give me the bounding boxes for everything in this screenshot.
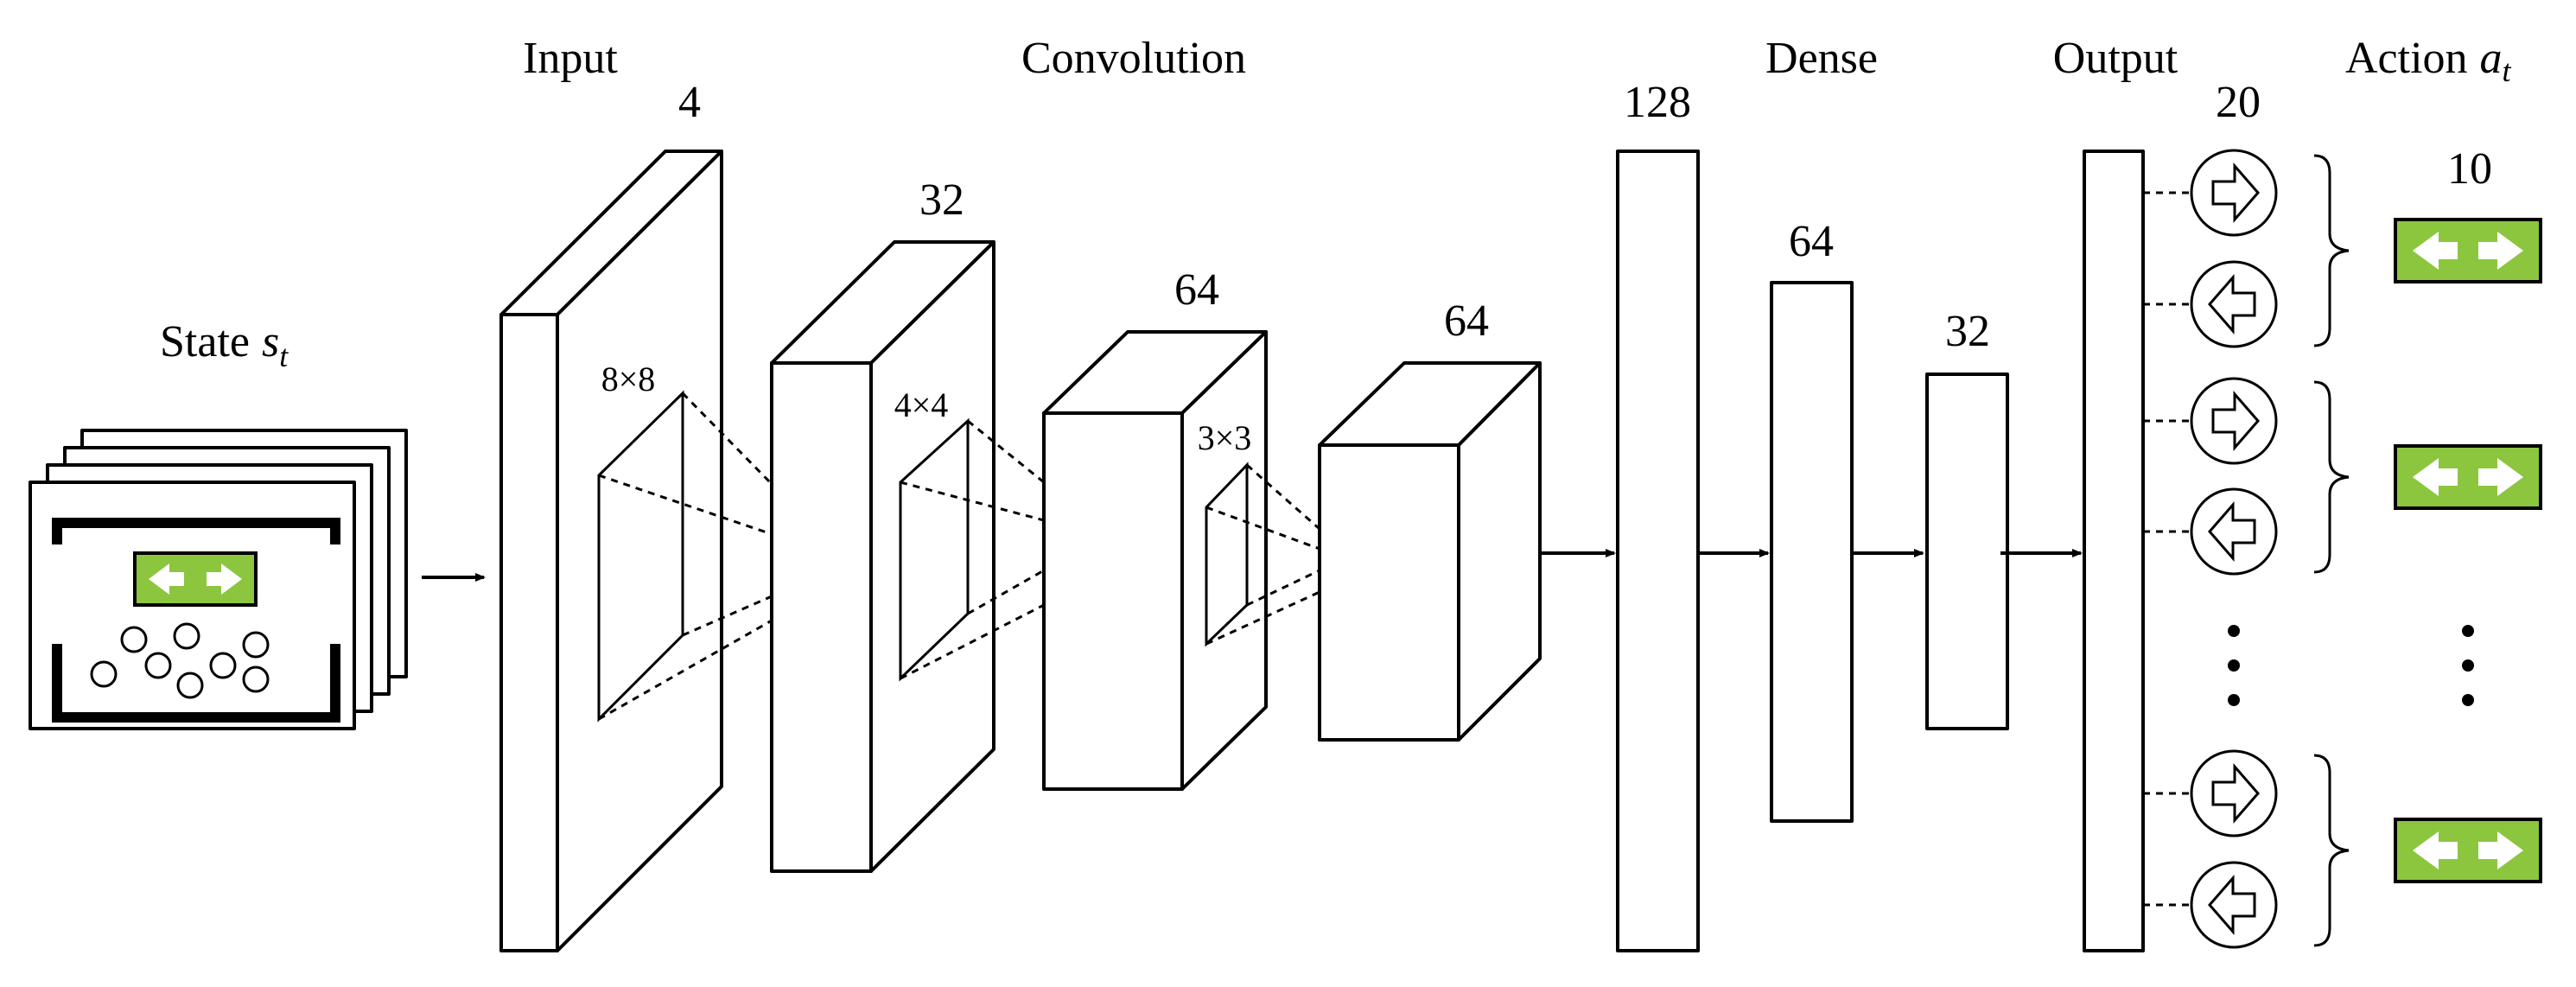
game-bottom-wall — [52, 644, 340, 723]
left-right-arrows-icon — [2394, 444, 2542, 510]
right-arrow-circle-icon — [2190, 149, 2278, 237]
conv3-block — [1318, 361, 1542, 742]
state-frame-stack — [29, 429, 408, 730]
dense2-block — [1770, 281, 1854, 823]
conv1-block — [770, 240, 995, 873]
conv1-size-label: 32 — [919, 175, 964, 225]
conv2-size-label: 64 — [1174, 265, 1219, 315]
vertical-ellipsis-icon — [2462, 625, 2474, 706]
dense1-size-label: 128 — [1624, 78, 1691, 127]
left-arrow-circle-icon — [2190, 487, 2278, 576]
left-right-arrows-icon — [2394, 818, 2542, 883]
dense3-size-label: 32 — [1945, 307, 1990, 356]
input-label: Input — [523, 34, 618, 83]
game-paddle-icon — [133, 551, 258, 607]
dense1-block — [1616, 150, 1700, 952]
dense-label: Dense — [1765, 34, 1878, 83]
input-size-label: 4 — [678, 78, 701, 127]
dense3-block — [1925, 373, 2009, 730]
kernel-8x8-projection — [598, 392, 773, 721]
kernel-3x3-projection — [1205, 463, 1320, 646]
conv2-block — [1042, 330, 1268, 791]
left-arrow-circle-icon — [2190, 861, 2278, 949]
action-count-label: 10 — [2447, 144, 2492, 194]
kernel-8x8-label: 8×8 — [601, 360, 656, 398]
right-arrow-circle-icon — [2190, 377, 2278, 465]
output-block — [2083, 150, 2145, 952]
output-size-label: 20 — [2216, 78, 2261, 127]
kernel-4x4-projection — [900, 419, 1045, 680]
game-balls — [90, 622, 270, 699]
output-connectors — [2143, 191, 2191, 907]
game-top-wall — [52, 518, 340, 544]
action-braces — [2313, 154, 2350, 947]
left-right-arrows-icon — [2394, 218, 2542, 283]
conv3-size-label: 64 — [1444, 296, 1489, 346]
input-block — [499, 150, 723, 952]
right-arrow-circle-icon — [2190, 749, 2278, 837]
left-arrow-circle-icon — [2190, 260, 2278, 348]
convolution-label: Convolution — [1021, 34, 1246, 83]
kernel-4x4-label: 4×4 — [894, 385, 949, 424]
output-label: Output — [2053, 34, 2178, 83]
vertical-ellipsis-icon — [2228, 625, 2240, 706]
dense2-size-label: 64 — [1789, 217, 1834, 266]
kernel-3x3-label: 3×3 — [1198, 418, 1252, 457]
